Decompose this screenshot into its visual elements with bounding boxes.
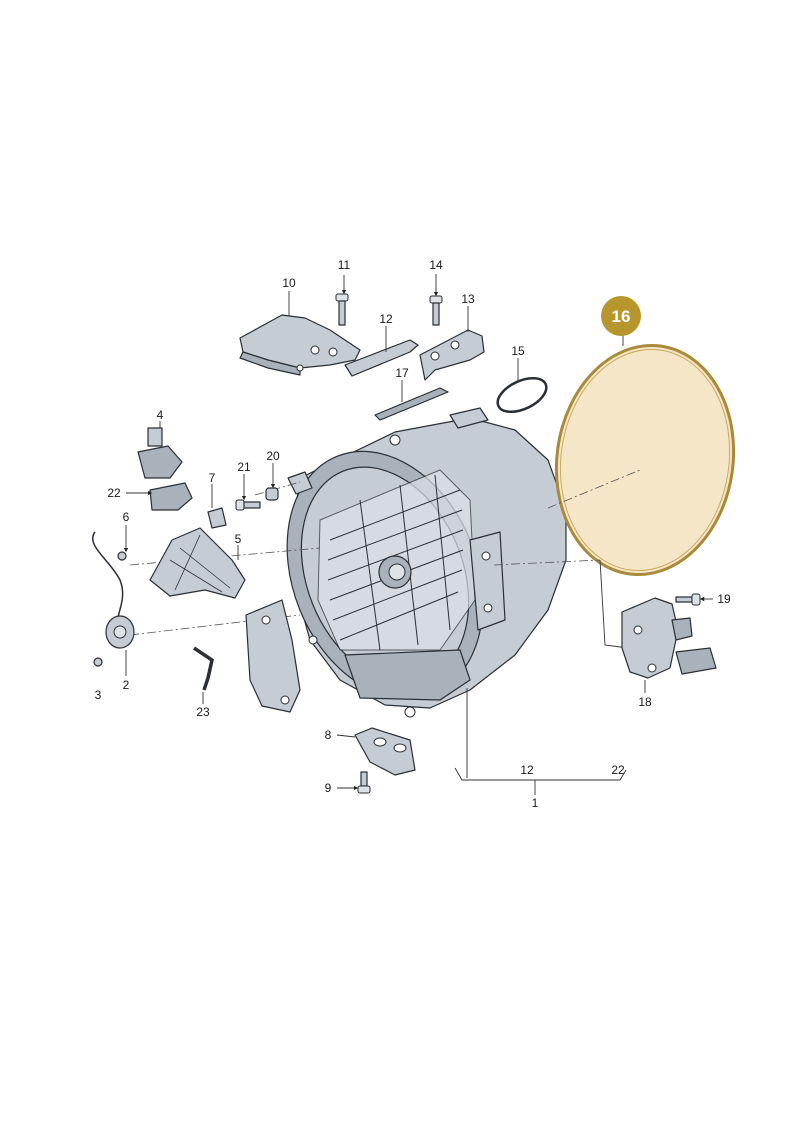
callout-7: 7 [209,471,216,485]
callout-labels: 1 2 3 4 5 6 7 8 9 10 11 12 12 13 14 15 1… [95,258,731,810]
clip-part-7[interactable] [207,507,227,529]
bracket-part-13[interactable] [419,329,485,381]
sensor-part-4[interactable] [137,427,183,479]
bracket-part-3[interactable] [245,599,301,713]
callout-leader-lines [123,274,713,795]
callout-18: 18 [638,695,652,709]
callout-3: 3 [95,688,102,702]
bolt-part-21[interactable] [235,499,261,511]
coolant-connector-part-18[interactable] [621,597,717,679]
callout-21: 21 [237,460,251,474]
bracket-part-5[interactable] [149,527,246,599]
callout-20: 20 [266,449,280,463]
hose-part-23[interactable] [193,646,214,691]
bolt-part-14[interactable] [429,295,443,326]
sleeve-part-20[interactable] [265,487,279,501]
bracket-part-10[interactable] [239,314,361,376]
callout-17: 17 [395,366,409,380]
trim-strip-part-12[interactable] [344,339,419,377]
callout-9: 9 [325,781,332,795]
callout-12-bottom: 12 [520,763,534,777]
callout-22-bottom: 22 [611,763,625,777]
mount-part-8[interactable] [354,727,416,776]
gasket-part-16[interactable] [542,334,748,586]
screw-part-3-bolt[interactable] [93,657,103,667]
callout-10: 10 [282,276,296,290]
highlight-badge-label: 16 [612,307,631,326]
callout-22-left: 22 [107,486,121,500]
screw-part-19[interactable] [675,593,701,606]
screw-part-6[interactable] [117,551,127,561]
callout-4: 4 [157,408,164,422]
callout-13: 13 [461,292,475,306]
callout-19: 19 [717,592,731,606]
callout-8: 8 [325,728,332,742]
callout-15: 15 [511,344,525,358]
highlight-badge-16[interactable]: 16 [601,296,641,336]
callout-2: 2 [123,678,130,692]
callout-1: 1 [532,796,539,810]
callout-14: 14 [429,258,443,272]
seal-ring-part-15[interactable] [493,371,552,418]
strip-part-17[interactable] [374,387,449,421]
bolt-part-11[interactable] [335,293,349,326]
callout-6: 6 [123,510,130,524]
connector-part-22[interactable] [149,482,193,511]
sensor-part-2[interactable] [92,531,135,649]
callout-11: 11 [338,258,351,272]
callout-5: 5 [235,532,242,546]
bolt-part-9[interactable] [357,771,371,794]
callout-23: 23 [196,705,210,719]
callout-12-top: 12 [379,312,393,326]
motor-housing[interactable] [252,407,567,728]
